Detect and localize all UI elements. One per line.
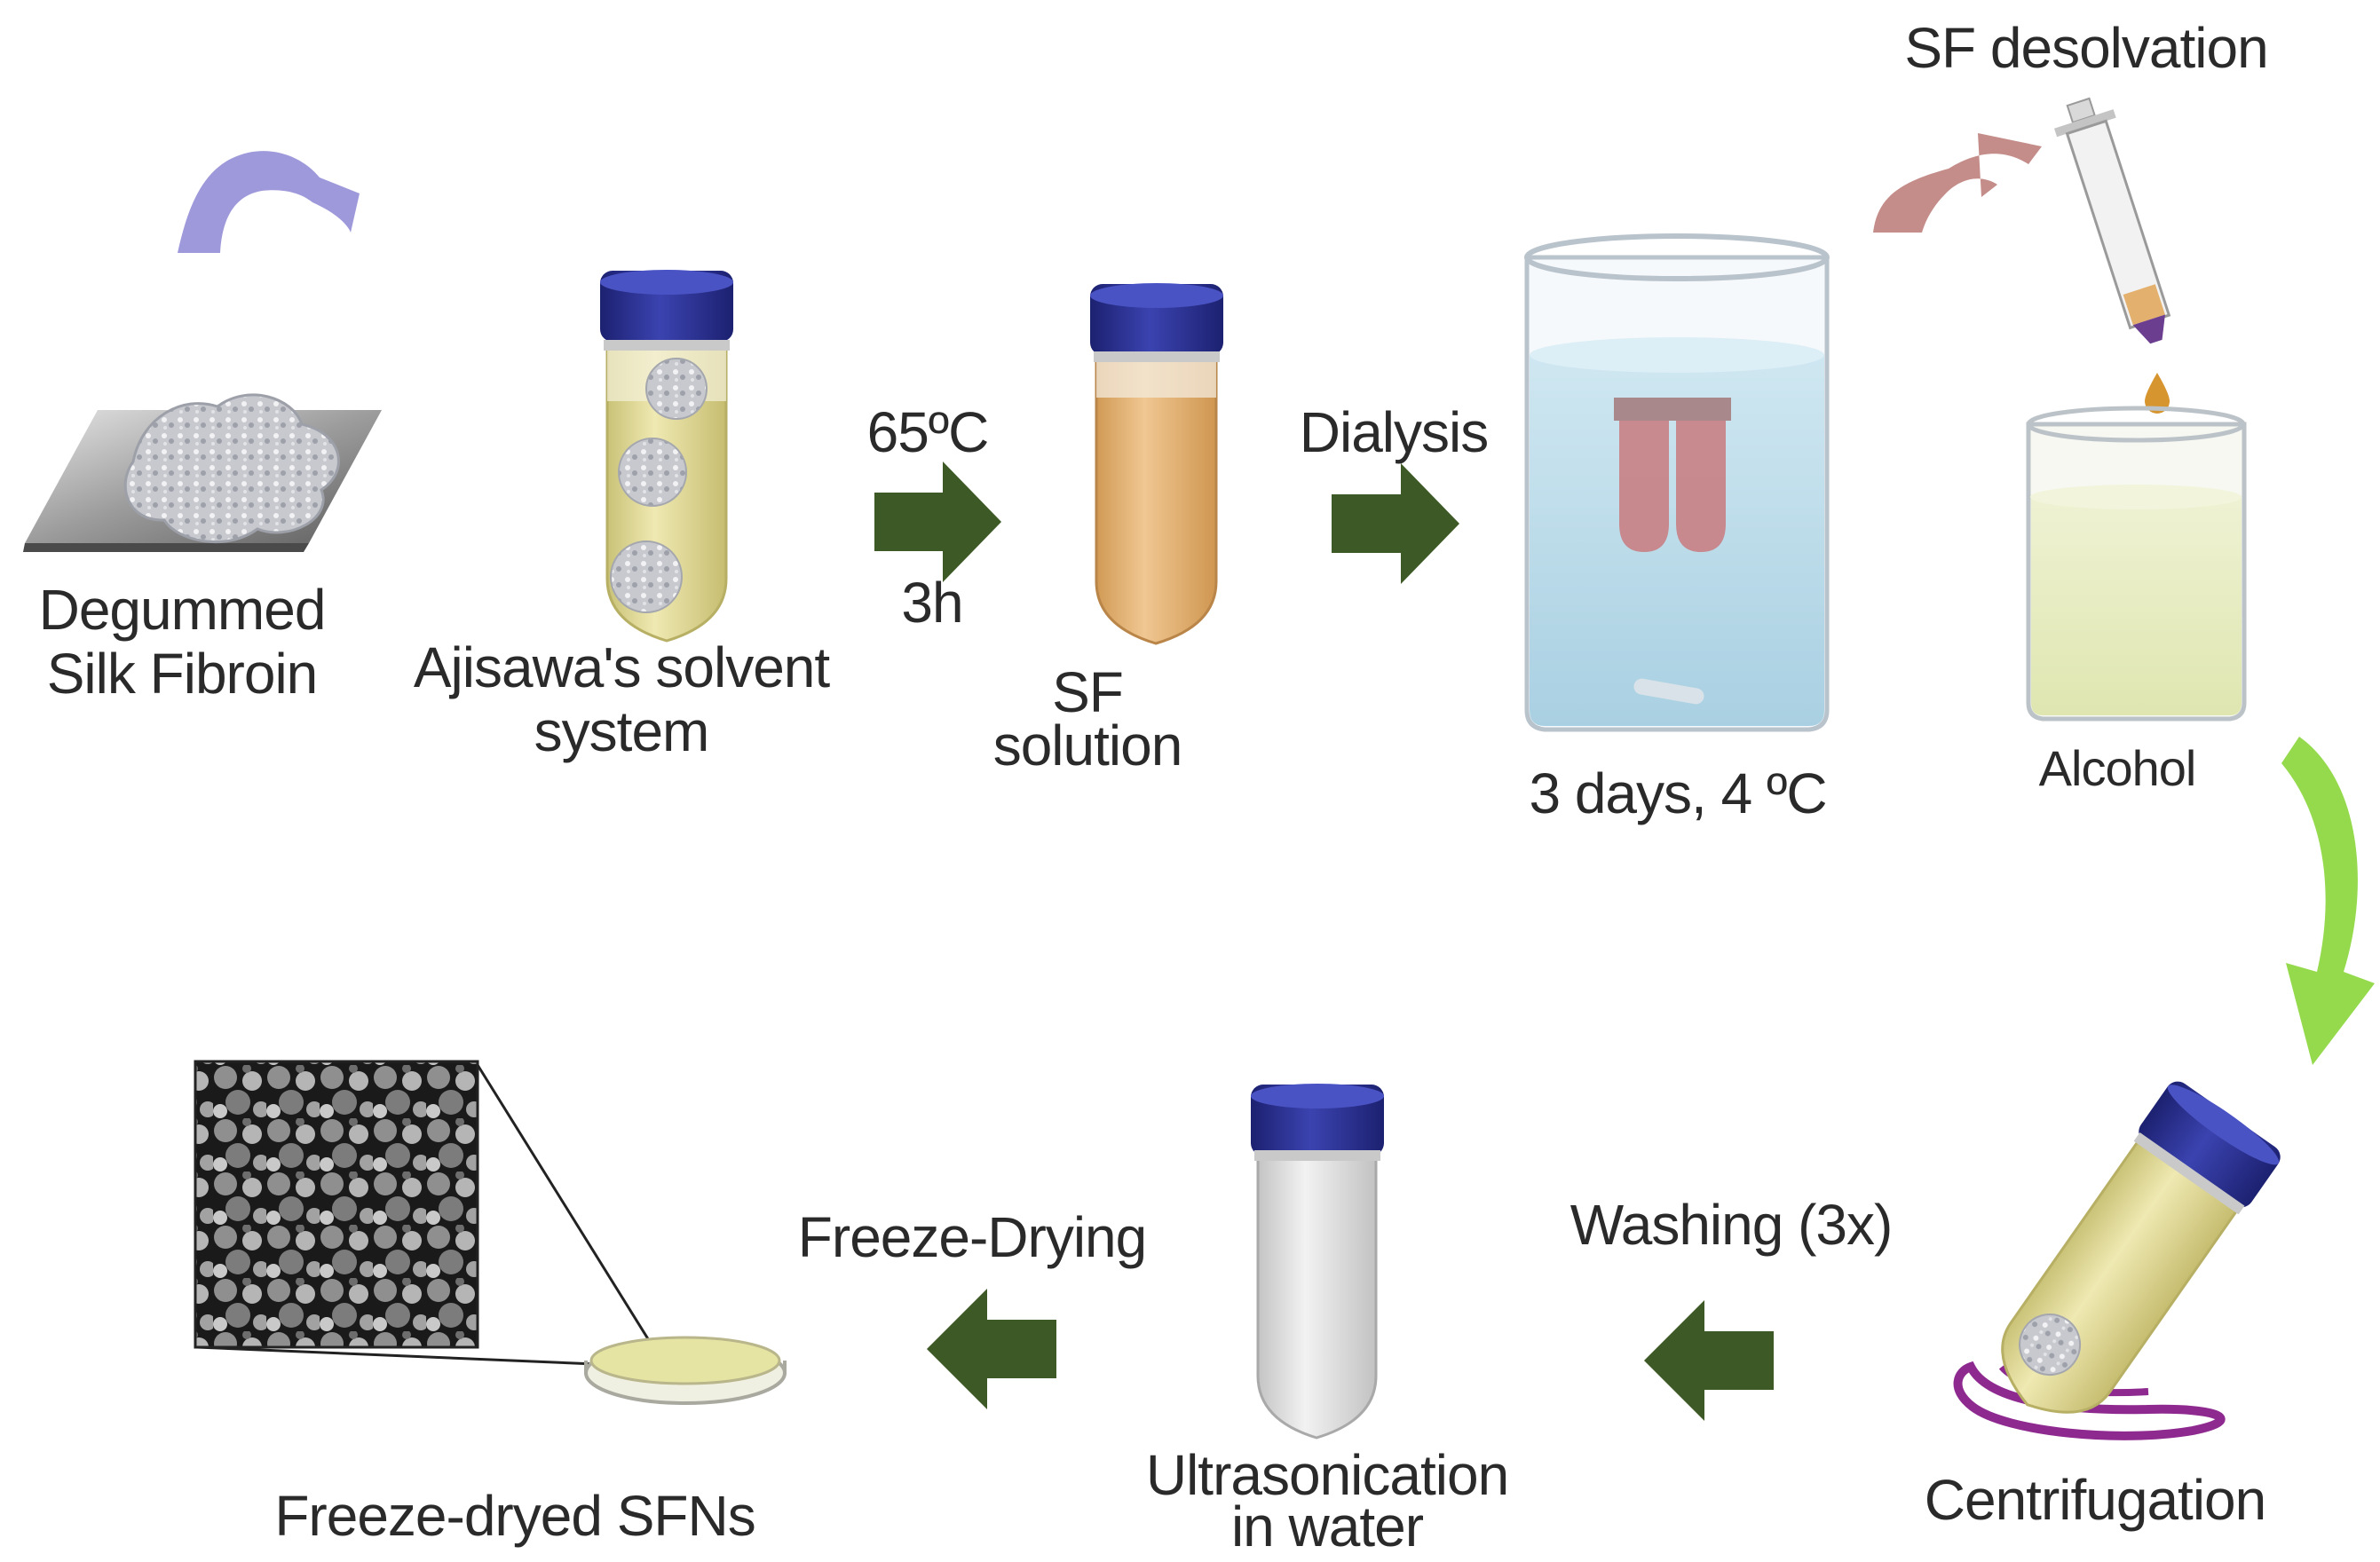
curved-arrow-red-icon bbox=[1873, 133, 2042, 233]
label-time: 3h bbox=[901, 571, 963, 635]
degummed-silk-icon bbox=[23, 393, 382, 552]
label-alcohol: Alcohol bbox=[2038, 740, 2197, 796]
label-freeze-dryed-sfns: Freeze-dryed SFNs bbox=[274, 1484, 755, 1548]
process-arrow-heat bbox=[874, 462, 1001, 582]
process-arrow-dialysis bbox=[1332, 463, 1459, 584]
petri-dish-icon bbox=[584, 1336, 787, 1405]
centrifuge-icon bbox=[1953, 1081, 2281, 1440]
label-sf-desolvation: SF desolvation bbox=[1904, 16, 2268, 80]
label-dialysis: Dialysis bbox=[1299, 400, 1489, 464]
label-dialysis-conditions: 3 days, 4 ºC bbox=[1529, 761, 1827, 825]
label-centrifugation: Centrifugation bbox=[1924, 1468, 2266, 1532]
curved-arrow-blue-icon bbox=[178, 151, 360, 253]
sem-image-icon bbox=[194, 1060, 660, 1369]
process-arrow-washing bbox=[1644, 1300, 1774, 1421]
label-washing: Washing (3x) bbox=[1570, 1193, 1894, 1257]
label-freeze-drying: Freeze-Drying bbox=[797, 1205, 1147, 1269]
label-ultrasonication: Ultrasonication in water bbox=[1145, 1443, 1509, 1558]
tube-ultrasonication-icon bbox=[1251, 1084, 1384, 1440]
label-sf-solution: SF solution bbox=[992, 660, 1183, 777]
tube-sf-solution-icon bbox=[1090, 283, 1223, 645]
dialysis-beaker-icon bbox=[1524, 233, 1830, 732]
label-ajisawa-solvent: Ajisawa's solvent system bbox=[413, 635, 830, 763]
process-arrow-freeze-drying bbox=[927, 1289, 1056, 1409]
curved-arrow-green-icon bbox=[2281, 737, 2375, 1065]
alcohol-beaker-icon bbox=[2026, 406, 2247, 722]
label-temperature: 65ºC bbox=[866, 400, 990, 464]
label-degummed-silk: Degummed Silk Fibroin bbox=[38, 578, 327, 706]
tube-ajisawa-icon bbox=[600, 270, 733, 643]
